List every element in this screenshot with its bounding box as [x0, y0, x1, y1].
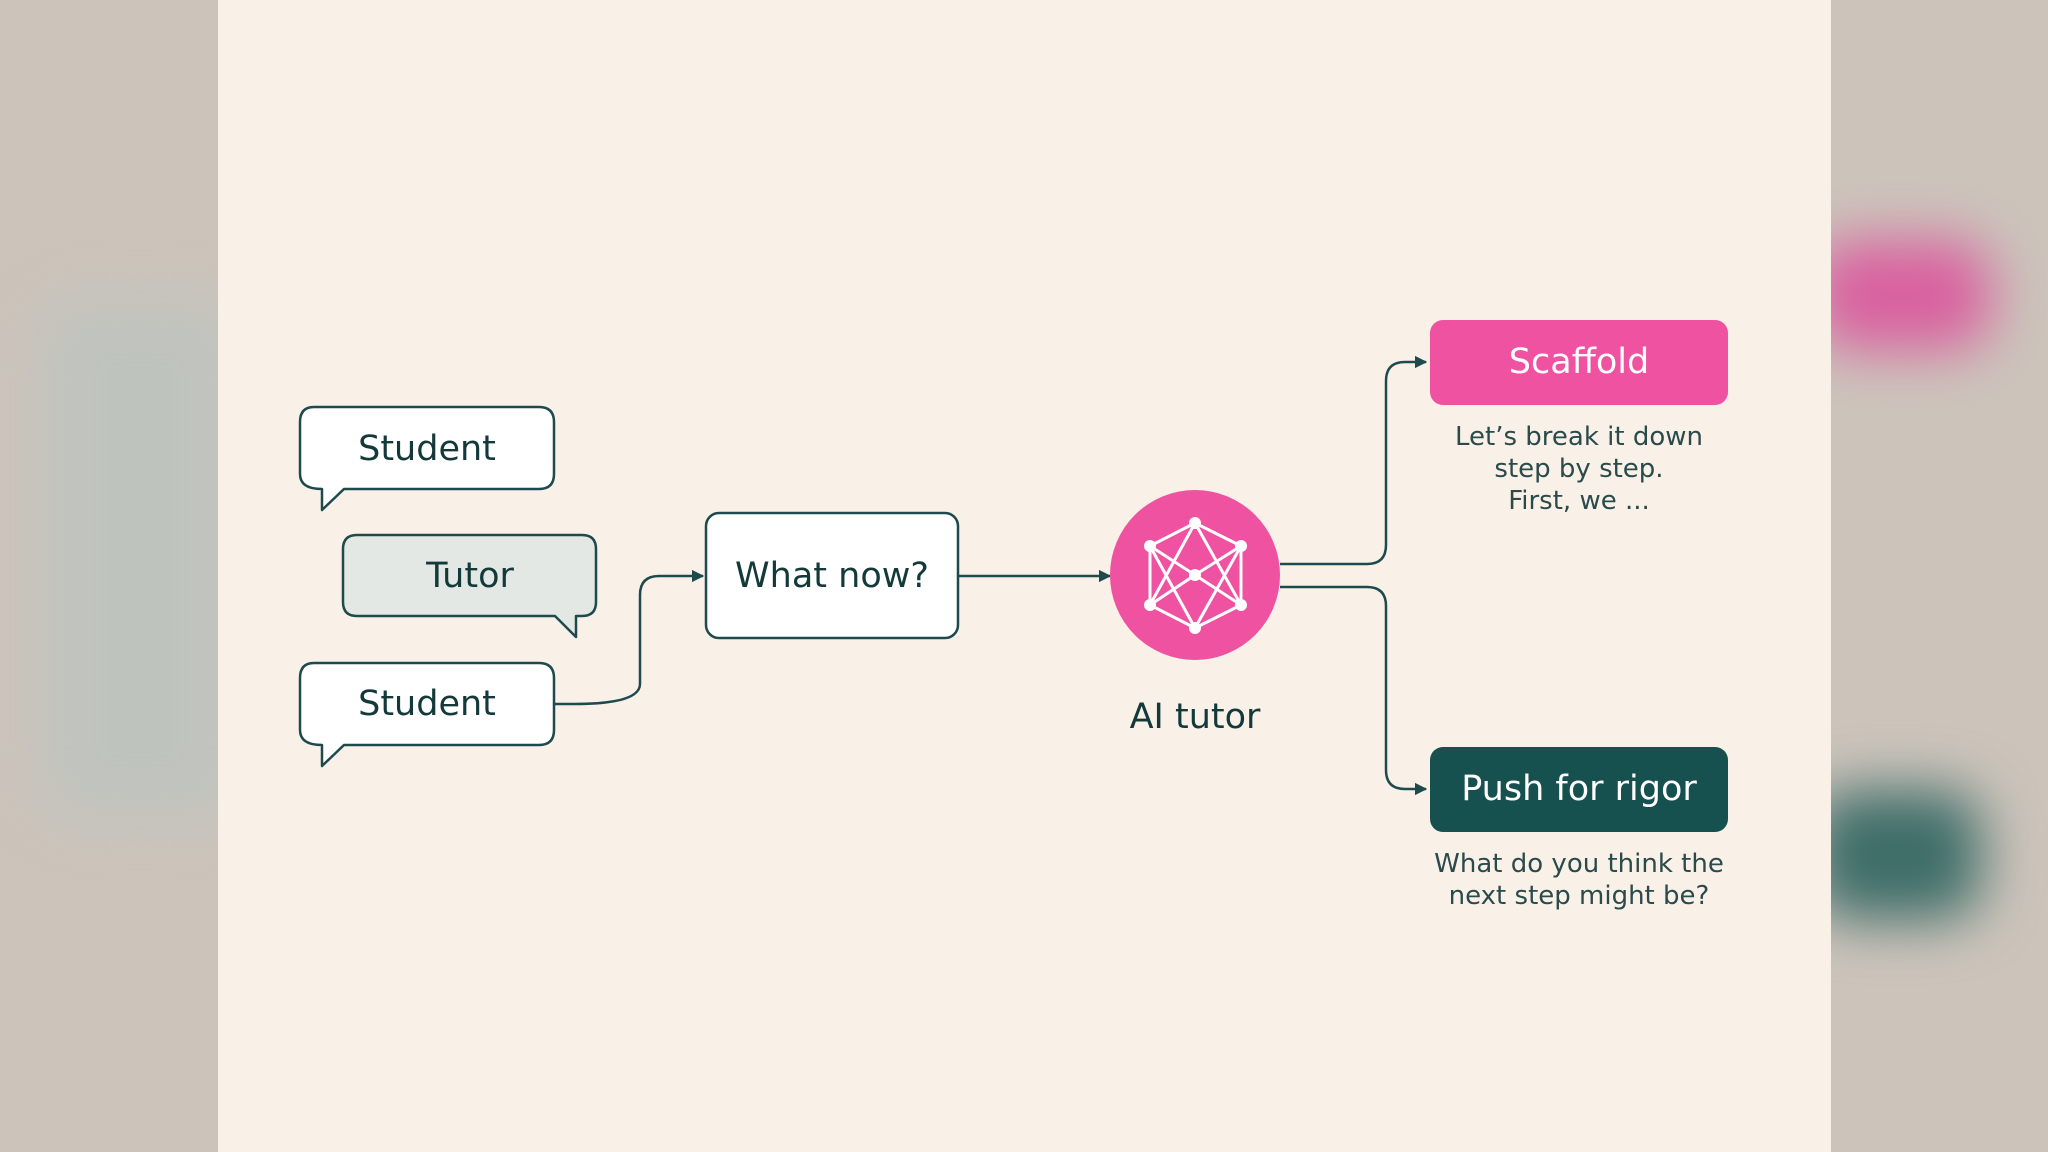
student-bubble-2-shape [298, 661, 556, 768]
student-bubble-1: Student [298, 405, 556, 512]
neural-network-nodes [1144, 517, 1247, 634]
connector-student-to-prompt [554, 569, 705, 706]
left-backdrop [0, 0, 218, 1152]
right-backdrop-pink-blur [1831, 240, 1991, 350]
prompt-box-label: What now? [735, 556, 929, 596]
right-backdrop [1831, 0, 2048, 1152]
scaffold-label: Scaffold [1509, 342, 1649, 382]
student-bubble-2-label: Student [358, 684, 496, 724]
scaffold-example-line-1: Let’s break it down [1455, 422, 1703, 452]
tutor-bubble: Tutor [341, 533, 598, 639]
student-bubble-1-label: Student [358, 429, 496, 469]
tutoring-diagram: Student Tutor Student What now? [298, 320, 1728, 911]
rigor-example-line-1: What do you think the [1434, 849, 1724, 879]
student-bubble-1-shape [298, 405, 556, 512]
ai-tutor-label: AI tutor [1130, 697, 1261, 737]
student-bubble-2: Student [298, 661, 556, 768]
rigor-option: Push for rigor What do you think the nex… [1430, 747, 1728, 911]
tutor-bubble-label: Tutor [425, 556, 514, 596]
left-backdrop-blur [40, 300, 218, 820]
scaffold-option: Scaffold Let’s break it down step by ste… [1430, 320, 1728, 516]
scaffold-box [1430, 320, 1728, 405]
connector-ai-tutor-to-scaffold [1280, 355, 1428, 566]
rigor-example-line-2: next step might be? [1449, 881, 1710, 911]
diagram-canvas: Student Tutor Student What now? [218, 0, 1831, 1152]
scaffold-example-line-2: step by step. [1494, 454, 1663, 484]
rigor-label: Push for rigor [1461, 769, 1697, 809]
neural-network-icon [1148, 521, 1243, 630]
scaffold-example-line-3: First, we ... [1508, 486, 1650, 516]
rigor-box [1430, 747, 1728, 832]
right-backdrop-teal-blur [1831, 790, 1981, 920]
tutor-bubble-shape [341, 533, 598, 639]
connector-ai-tutor-to-rigor [1280, 585, 1428, 796]
ai-tutor-node: AI tutor [1110, 490, 1280, 737]
prompt-box: What now? [704, 511, 960, 640]
